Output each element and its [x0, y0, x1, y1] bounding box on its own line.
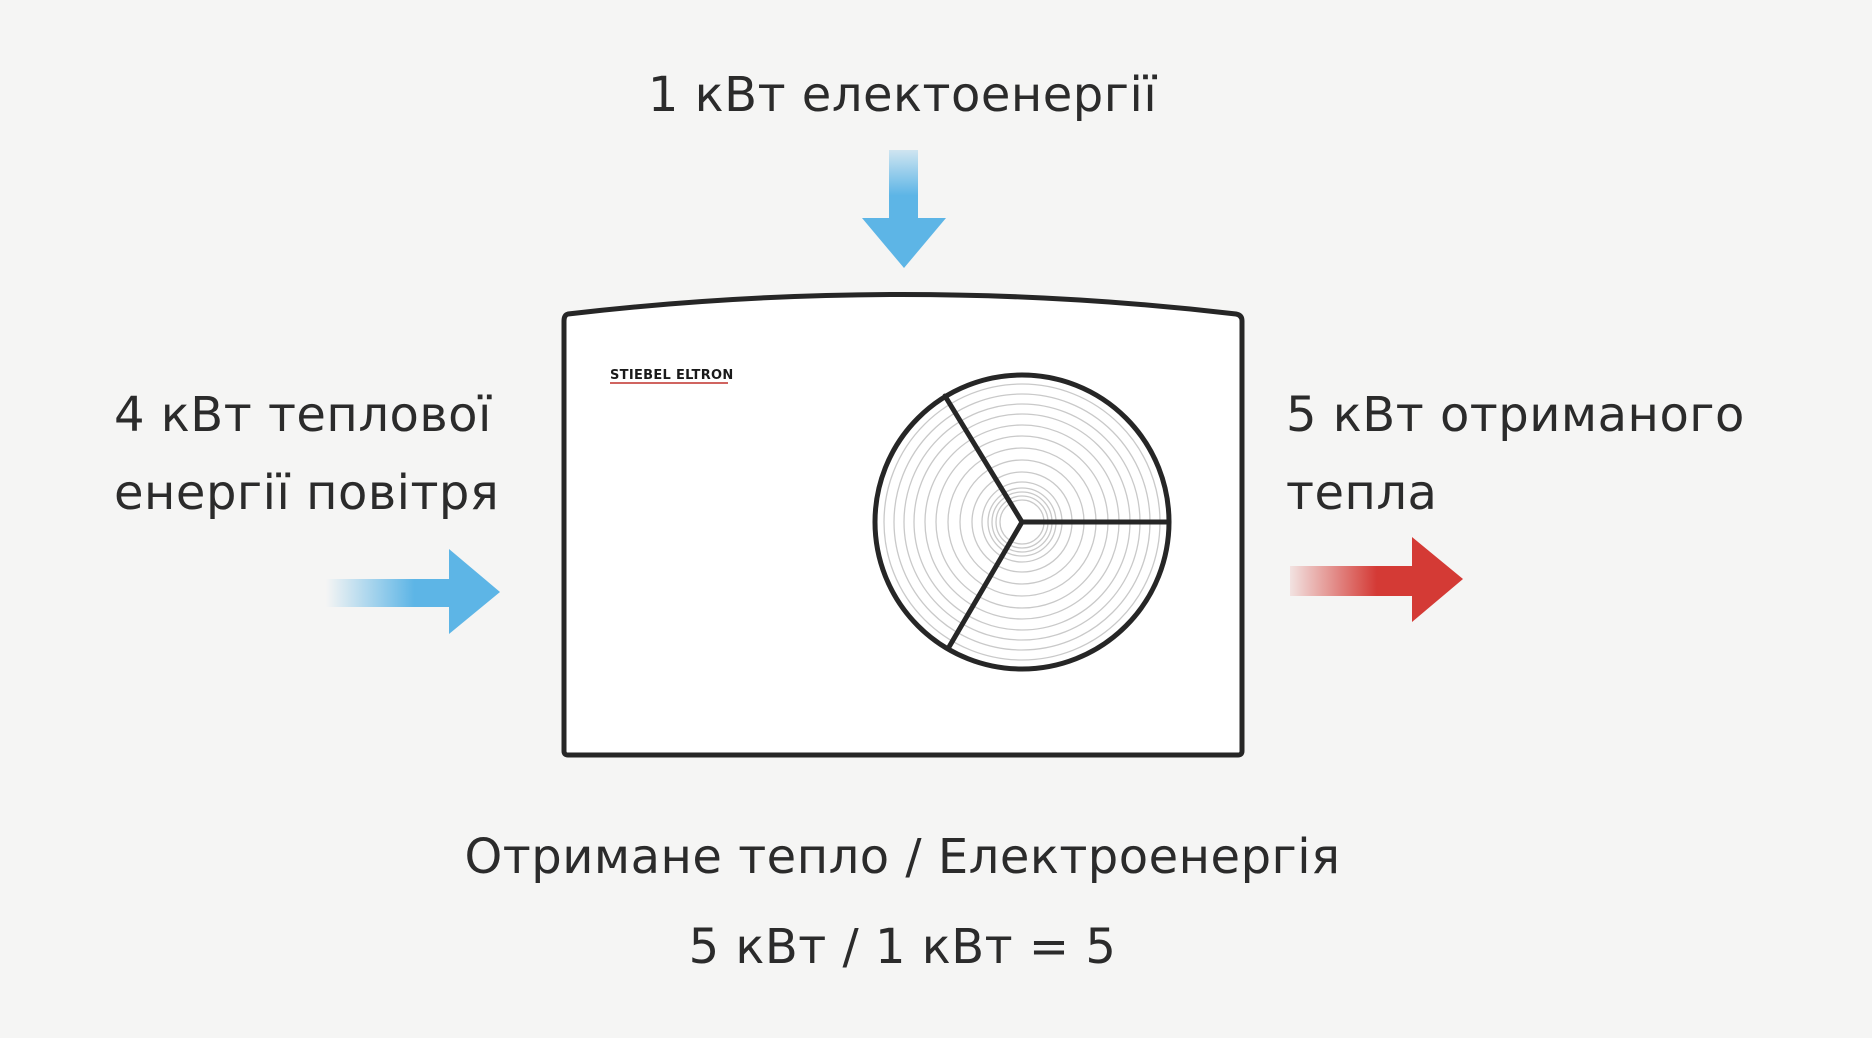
fan-icon — [872, 372, 1172, 672]
brand-logo-text: STIEBEL ELTRON — [610, 368, 734, 383]
cop-formula-calculation: 5 кВт / 1 кВт = 5 — [688, 919, 1117, 975]
arrow-down-icon — [862, 150, 946, 268]
air-heat-input-label: 4 кВт теплової енергії повітря — [114, 376, 499, 532]
air-heat-input-line-2: енергії повітря — [114, 465, 500, 521]
cop-formula-definition: Отримане тепло / Електроенергія — [464, 829, 1341, 885]
arrow-right-icon-hot — [1290, 537, 1463, 622]
heat-output-line-2: тепла — [1286, 465, 1438, 521]
electricity-input-label: 1 кВт електоенергії — [647, 67, 1158, 123]
heat-output-label: 5 кВт отриманого тепла — [1286, 376, 1745, 532]
arrow-right-icon-cold — [326, 549, 500, 634]
brand-logo: STIEBEL ELTRON — [610, 368, 734, 384]
cop-formula: Отримане тепло / Електроенергія 5 кВт / … — [0, 818, 1805, 998]
air-heat-input-line-1: 4 кВт теплової — [114, 387, 492, 443]
heat-output-line-1: 5 кВт отриманого — [1286, 387, 1745, 443]
